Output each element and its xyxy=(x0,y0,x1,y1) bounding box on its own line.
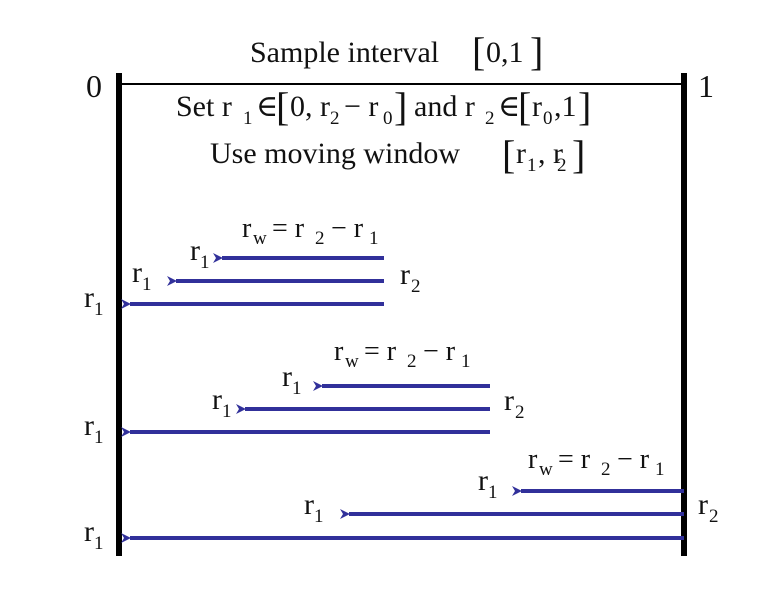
svg-text:w: w xyxy=(345,351,359,372)
svg-text:1: 1 xyxy=(527,155,537,176)
left-end-label: 0 xyxy=(86,68,102,104)
svg-text:2: 2 xyxy=(601,459,611,480)
svg-text:r: r xyxy=(334,336,344,367)
svg-text:r: r xyxy=(400,258,410,291)
svg-text:1: 1 xyxy=(461,351,471,372)
svg-text:1: 1 xyxy=(488,482,498,503)
svg-text:2: 2 xyxy=(411,276,421,297)
svg-text:1: 1 xyxy=(369,228,379,249)
svg-text:w: w xyxy=(539,459,553,480)
svg-text:− r: − r xyxy=(344,90,378,123)
svg-text:0: 0 xyxy=(383,108,393,129)
svg-text:Set r: Set r xyxy=(176,90,232,123)
svg-text:[: [ xyxy=(518,84,531,129)
svg-text:0, r: 0, r xyxy=(290,90,330,123)
title-range: 0,1 xyxy=(486,36,524,69)
svg-text:2: 2 xyxy=(709,506,719,527)
svg-text:1: 1 xyxy=(655,459,665,480)
svg-text:[: [ xyxy=(502,132,515,177)
svg-text:− r: − r xyxy=(617,444,650,475)
svg-text:r: r xyxy=(516,137,526,170)
setup-line-2: Use moving window [ r 1 , r 2 ] xyxy=(210,132,585,177)
svg-text:r: r xyxy=(242,213,252,244)
svg-text:2: 2 xyxy=(515,402,525,423)
svg-text:r: r xyxy=(84,281,94,314)
svg-text:r: r xyxy=(84,409,94,442)
svg-text:and r: and r xyxy=(414,90,475,123)
title-prefix: Sample interval xyxy=(250,36,439,69)
svg-text:1: 1 xyxy=(94,533,104,554)
svg-text:2: 2 xyxy=(407,351,417,372)
svg-text:r: r xyxy=(304,488,314,521)
svg-text:1: 1 xyxy=(222,401,232,422)
svg-text:∈: ∈ xyxy=(498,90,520,123)
svg-text:1: 1 xyxy=(292,378,302,399)
svg-text:r: r xyxy=(532,90,542,123)
svg-text:1: 1 xyxy=(314,506,324,527)
svg-text:r: r xyxy=(528,444,538,475)
svg-text:, r: , r xyxy=(538,137,563,170)
svg-text:r: r xyxy=(212,383,222,416)
svg-text:]: ] xyxy=(578,84,591,129)
svg-text:,1: ,1 xyxy=(554,90,577,123)
svg-text:r: r xyxy=(698,488,708,521)
svg-text:1: 1 xyxy=(243,108,253,129)
svg-text:r: r xyxy=(84,515,94,548)
svg-text:2: 2 xyxy=(557,155,567,176)
svg-text:]: ] xyxy=(394,84,407,129)
svg-text:w: w xyxy=(253,228,267,249)
svg-text:2: 2 xyxy=(330,108,340,129)
svg-text:r: r xyxy=(282,360,292,393)
setup-line-1: Set r 1 ∈ [ 0, r 2 − r 0 ] and r 2 ∈ [ r… xyxy=(176,84,591,129)
svg-text:2: 2 xyxy=(315,228,325,249)
svg-text:1: 1 xyxy=(94,427,104,448)
svg-text:r: r xyxy=(504,384,514,417)
svg-text:2: 2 xyxy=(485,108,495,129)
svg-text:r: r xyxy=(190,234,200,267)
svg-text:∈: ∈ xyxy=(256,90,278,123)
svg-text:r: r xyxy=(132,256,142,289)
svg-text:1: 1 xyxy=(94,299,104,320)
svg-text:]: ] xyxy=(572,132,585,177)
svg-text:= r: = r xyxy=(364,336,397,367)
svg-text:1: 1 xyxy=(200,252,210,273)
title-bracket: [ xyxy=(472,29,485,74)
title-bracket-close: ] xyxy=(530,29,543,74)
svg-text:r: r xyxy=(478,464,488,497)
right-end-label: 1 xyxy=(698,68,714,104)
svg-text:= r: = r xyxy=(558,444,591,475)
svg-text:[: [ xyxy=(276,84,289,129)
svg-text:− r: − r xyxy=(331,213,364,244)
svg-text:0: 0 xyxy=(543,108,553,129)
svg-text:Use moving window: Use moving window xyxy=(210,137,460,170)
svg-text:1: 1 xyxy=(142,274,152,295)
svg-text:= r: = r xyxy=(272,213,305,244)
svg-text:− r: − r xyxy=(423,336,456,367)
